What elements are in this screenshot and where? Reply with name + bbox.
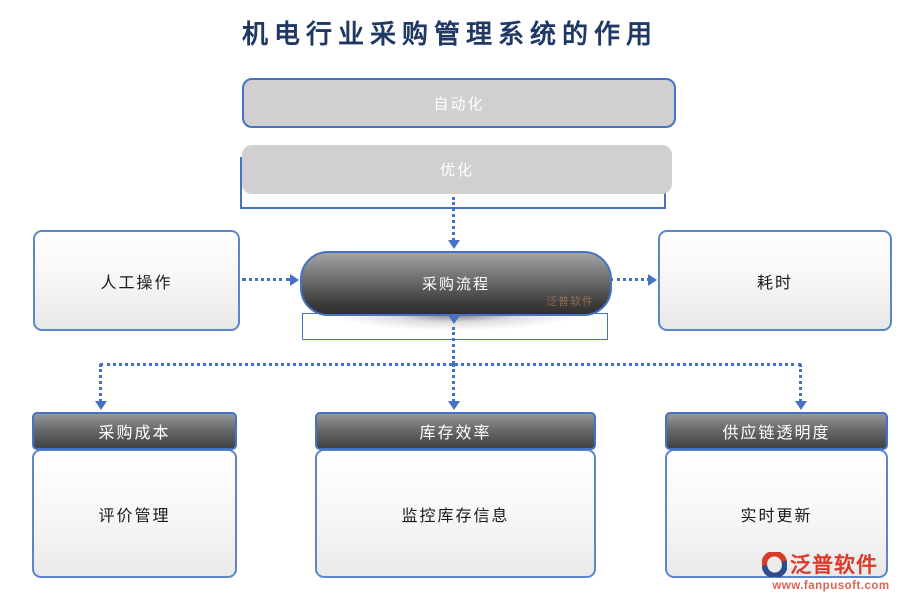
arrowhead-process-down bbox=[448, 315, 460, 324]
node-optimization: 优化 bbox=[242, 145, 672, 194]
arrowhead-branch-right bbox=[795, 401, 807, 410]
node-time-consuming: 耗时 bbox=[658, 230, 892, 331]
node-procurement-process-label: 采购流程 bbox=[421, 276, 490, 293]
branch-drop-left bbox=[99, 364, 102, 402]
card-supply-chain-transparency: 实时更新 供应链透明度 bbox=[665, 412, 888, 578]
arrowhead-branch-left bbox=[95, 401, 107, 410]
vendor-logo-url: www.fanpusoft.com bbox=[772, 580, 890, 592]
vendor-logo: 泛普软件 www.fanpusoft.com bbox=[762, 549, 900, 592]
card-procurement-cost-header: 采购成本 bbox=[32, 412, 237, 450]
arrowhead-manual-to-process bbox=[290, 274, 299, 286]
card-procurement-cost-body: 评价管理 bbox=[32, 449, 237, 578]
node-manual-operation: 人工操作 bbox=[33, 230, 240, 331]
card-inventory-efficiency-header: 库存效率 bbox=[315, 412, 596, 450]
card-procurement-cost: 评价管理 采购成本 bbox=[32, 412, 237, 578]
card-inventory-efficiency-body: 监控库存信息 bbox=[315, 449, 596, 578]
arrowhead-branch-center bbox=[448, 401, 460, 410]
branch-horizontal-line bbox=[100, 363, 801, 366]
process-watermark: 泛普软件 bbox=[546, 296, 594, 308]
page-title: 机电行业采购管理系统的作用 bbox=[241, 20, 658, 49]
card-supply-chain-transparency-body: 实时更新 bbox=[665, 449, 888, 578]
card-supply-chain-transparency-header: 供应链透明度 bbox=[665, 412, 888, 450]
arrowhead-opt-to-process bbox=[448, 240, 460, 249]
node-procurement-process: 采购流程 泛普软件 bbox=[300, 251, 612, 316]
connector-manual-to-process bbox=[242, 278, 290, 281]
branch-drop-right bbox=[799, 364, 802, 402]
arrowhead-process-to-time bbox=[648, 274, 657, 286]
connector-process-to-time bbox=[610, 278, 650, 281]
card-inventory-efficiency: 监控库存信息 库存效率 bbox=[315, 412, 596, 578]
connector-opt-to-process bbox=[452, 197, 455, 241]
node-automation: 自动化 bbox=[242, 78, 676, 128]
vendor-logo-name: 泛普软件 bbox=[790, 554, 878, 577]
vendor-logo-icon bbox=[762, 551, 787, 577]
connector-process-to-branch bbox=[452, 327, 455, 364]
branch-drop-center bbox=[452, 364, 455, 402]
